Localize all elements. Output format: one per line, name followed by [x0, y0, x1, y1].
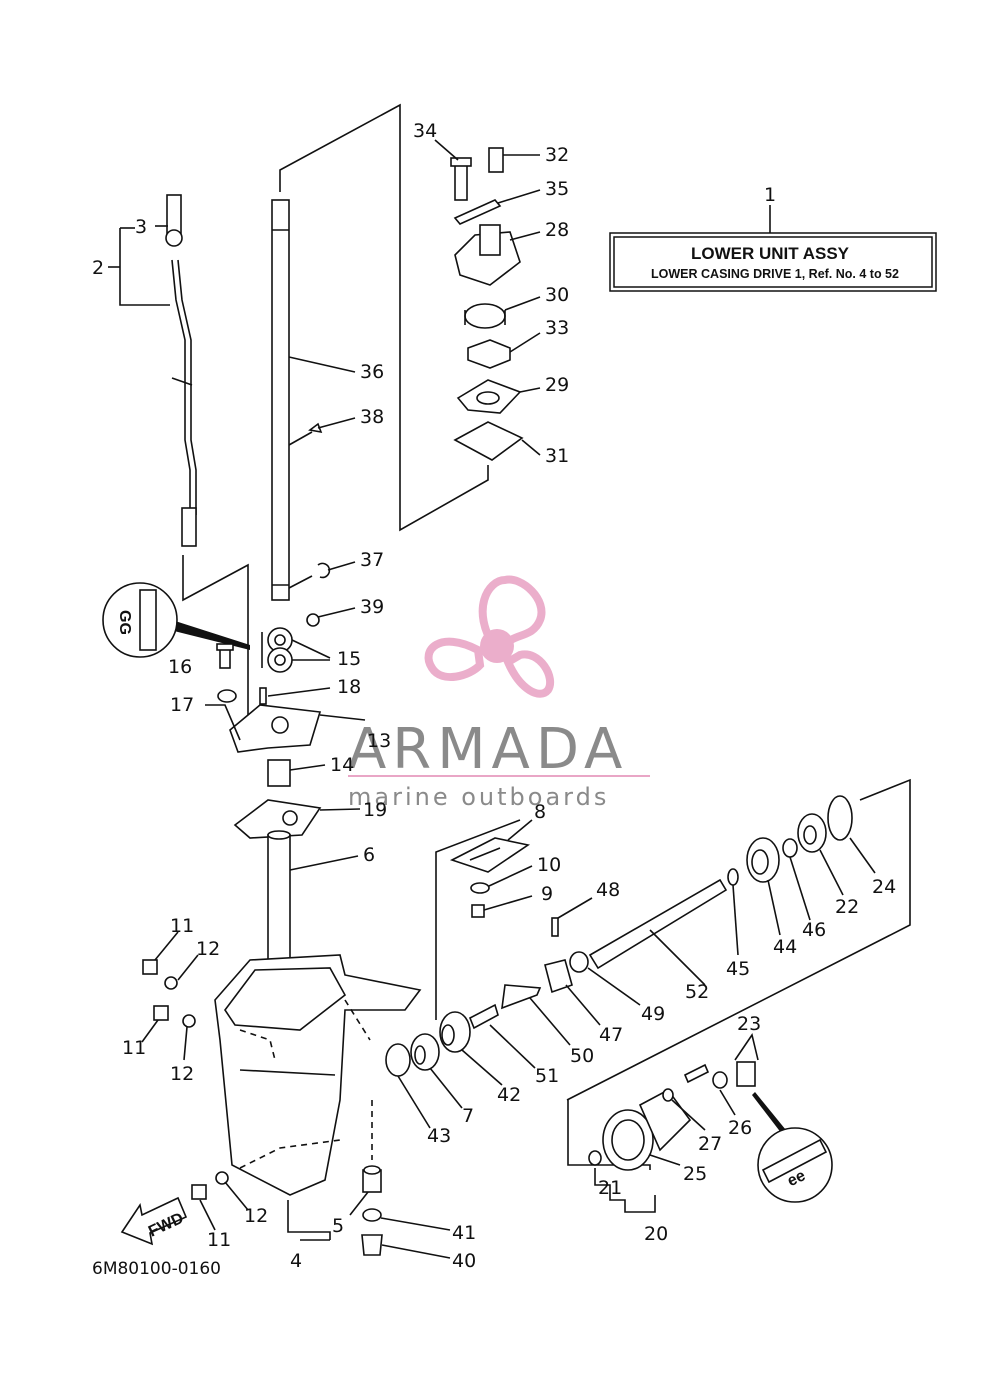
callout-6: 6	[363, 844, 375, 866]
callout-13: 13	[367, 730, 391, 752]
callout-48: 48	[596, 879, 620, 901]
callout-21: 21	[598, 1177, 622, 1199]
callout-12-bottom: 12	[244, 1205, 268, 1227]
callout-15: 15	[337, 648, 361, 670]
info-box-title: LOWER UNIT ASSY	[691, 244, 850, 263]
callout-25: 25	[683, 1163, 707, 1185]
plugs-and-seals	[349, 1165, 451, 1259]
grease-detail-circle-2: ee	[752, 1092, 833, 1203]
callout-3: 3	[135, 216, 147, 238]
upper-housing-parts	[205, 627, 366, 839]
callout-4: 4	[290, 1250, 302, 1272]
callout-16: 16	[168, 656, 192, 678]
callout-37: 37	[360, 549, 384, 571]
callout-24: 24	[872, 876, 896, 898]
callout-28: 28	[545, 219, 569, 241]
armada-propeller-logo	[424, 575, 554, 698]
callout-49: 49	[641, 1003, 665, 1025]
grease-detail-circle: GG	[102, 582, 250, 658]
trim-tab	[449, 819, 533, 918]
propeller-shaft-assembly	[385, 795, 876, 1129]
callout-18: 18	[337, 676, 361, 698]
bearing-housing-assembly	[588, 1033, 759, 1213]
brand-name: ARMADA	[348, 717, 628, 782]
callout-27: 27	[698, 1133, 722, 1155]
callout-12-top: 12	[196, 938, 220, 960]
callout-29: 29	[545, 374, 569, 396]
lower-casing	[214, 954, 422, 1241]
callout-40: 40	[452, 1250, 476, 1272]
info-box-subtitle: LOWER CASING DRIVE 1, Ref. No. 4 to 52	[651, 267, 899, 281]
shift-rod-assembly	[108, 194, 197, 547]
callout-11-bottom: 11	[207, 1229, 231, 1251]
casing-bolts	[141, 931, 249, 1231]
callout-8: 8	[534, 801, 546, 823]
callout-35: 35	[545, 178, 569, 200]
callout-34: 34	[413, 120, 437, 142]
callout-44: 44	[773, 936, 797, 958]
callout-20: 20	[644, 1223, 668, 1245]
callout-7: 7	[462, 1105, 474, 1127]
info-box: LOWER UNIT ASSY LOWER CASING DRIVE 1, Re…	[609, 205, 937, 292]
callout-47: 47	[599, 1024, 623, 1046]
callout-1: 1	[764, 184, 776, 206]
water-tube	[267, 830, 359, 976]
callout-9: 9	[541, 883, 553, 905]
water-pump-assembly	[434, 139, 541, 461]
callout-32: 32	[545, 144, 569, 166]
svg-text:ee: ee	[785, 1167, 808, 1190]
callout-41: 41	[452, 1222, 476, 1244]
callout-30: 30	[545, 284, 569, 306]
callout-5: 5	[332, 1215, 344, 1237]
callout-51: 51	[535, 1065, 559, 1087]
callout-33: 33	[545, 317, 569, 339]
callout-10: 10	[537, 854, 561, 876]
callout-2: 2	[92, 257, 104, 279]
callout-38: 38	[360, 406, 384, 428]
brand-tagline: marine outboards	[348, 783, 609, 811]
callout-36: 36	[360, 361, 384, 383]
drive-shaft	[271, 199, 356, 627]
callout-22: 22	[835, 896, 859, 918]
callout-26: 26	[728, 1117, 752, 1139]
callout-45: 45	[726, 958, 750, 980]
forward-direction-arrow: FWD	[120, 1196, 188, 1246]
callout-12-mid: 12	[170, 1063, 194, 1085]
callout-11-top: 11	[170, 915, 194, 937]
callout-52: 52	[685, 981, 709, 1003]
svg-text:GG: GG	[116, 610, 133, 635]
callout-19: 19	[363, 799, 387, 821]
callout-42: 42	[497, 1084, 521, 1106]
callout-50: 50	[570, 1045, 594, 1067]
callout-11-mid: 11	[122, 1037, 146, 1059]
assembly-frame-lines	[182, 103, 911, 1170]
callout-43: 43	[427, 1125, 451, 1147]
callout-23: 23	[737, 1013, 761, 1035]
callout-39: 39	[360, 596, 384, 618]
callout-14: 14	[330, 754, 354, 776]
callout-31: 31	[545, 445, 569, 467]
callout-17: 17	[170, 694, 194, 716]
diagram-code: 6M80100-0160	[92, 1259, 221, 1279]
callout-46: 46	[802, 919, 826, 941]
